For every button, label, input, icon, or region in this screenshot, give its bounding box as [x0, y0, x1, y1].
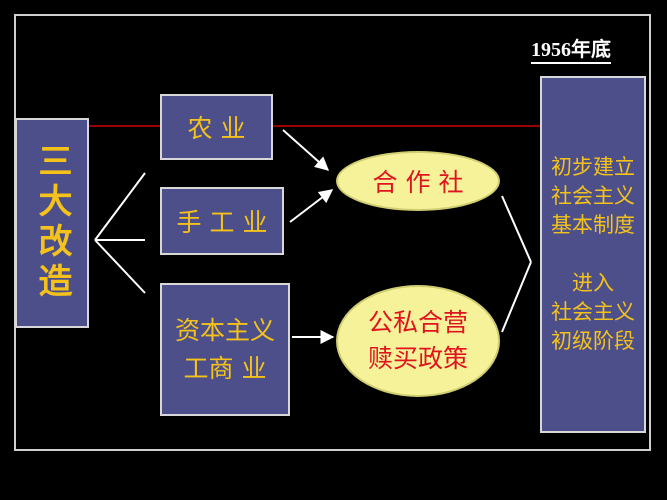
method-ellipse-joint-venture: 公私合营 赎买政策 [336, 285, 500, 397]
method-label-cooperative: 合 作 社 [372, 168, 464, 197]
year-label: 1956年底 [531, 38, 611, 64]
result-line4: 进入 [572, 271, 614, 295]
sector-label-handicraft: 手 工 业 [176, 208, 268, 237]
arrow-agriculture [282, 129, 330, 171]
root-box-three-transformations: 三大改造 [15, 118, 89, 328]
sector-label-capitalist-line2: 工商 业 [183, 353, 267, 383]
sector-box-handicraft: 手 工 业 [160, 187, 284, 255]
method-label-joint-line1: 公私合营 [367, 308, 468, 337]
sector-box-agriculture: 农 业 [160, 94, 273, 160]
result-line5: 社会主义 [551, 300, 635, 324]
branch-line-top [94, 172, 146, 241]
arrow-handicraft [289, 189, 334, 223]
result-line6: 初级阶段 [551, 329, 635, 353]
branch-line-bottom [94, 239, 146, 294]
sector-label-agriculture: 农 业 [187, 114, 246, 143]
sector-label-capitalist-line1: 资本主义 [174, 315, 275, 345]
root-label: 三大改造 [32, 143, 72, 303]
result-line3: 基本制度 [551, 213, 635, 237]
method-label-joint-line2: 赎买政策 [367, 344, 468, 373]
result-line1: 初步建立 [551, 155, 635, 179]
method-ellipse-cooperative: 合 作 社 [336, 151, 500, 211]
sector-box-capitalist-industry-commerce: 资本主义 工商 业 [160, 283, 290, 416]
result-box: 初步建立 社会主义 基本制度 进入 社会主义 初级阶段 [540, 76, 646, 433]
converge-line-bottom [501, 261, 532, 333]
converge-line-top [501, 195, 532, 263]
result-line2: 社会主义 [551, 184, 635, 208]
